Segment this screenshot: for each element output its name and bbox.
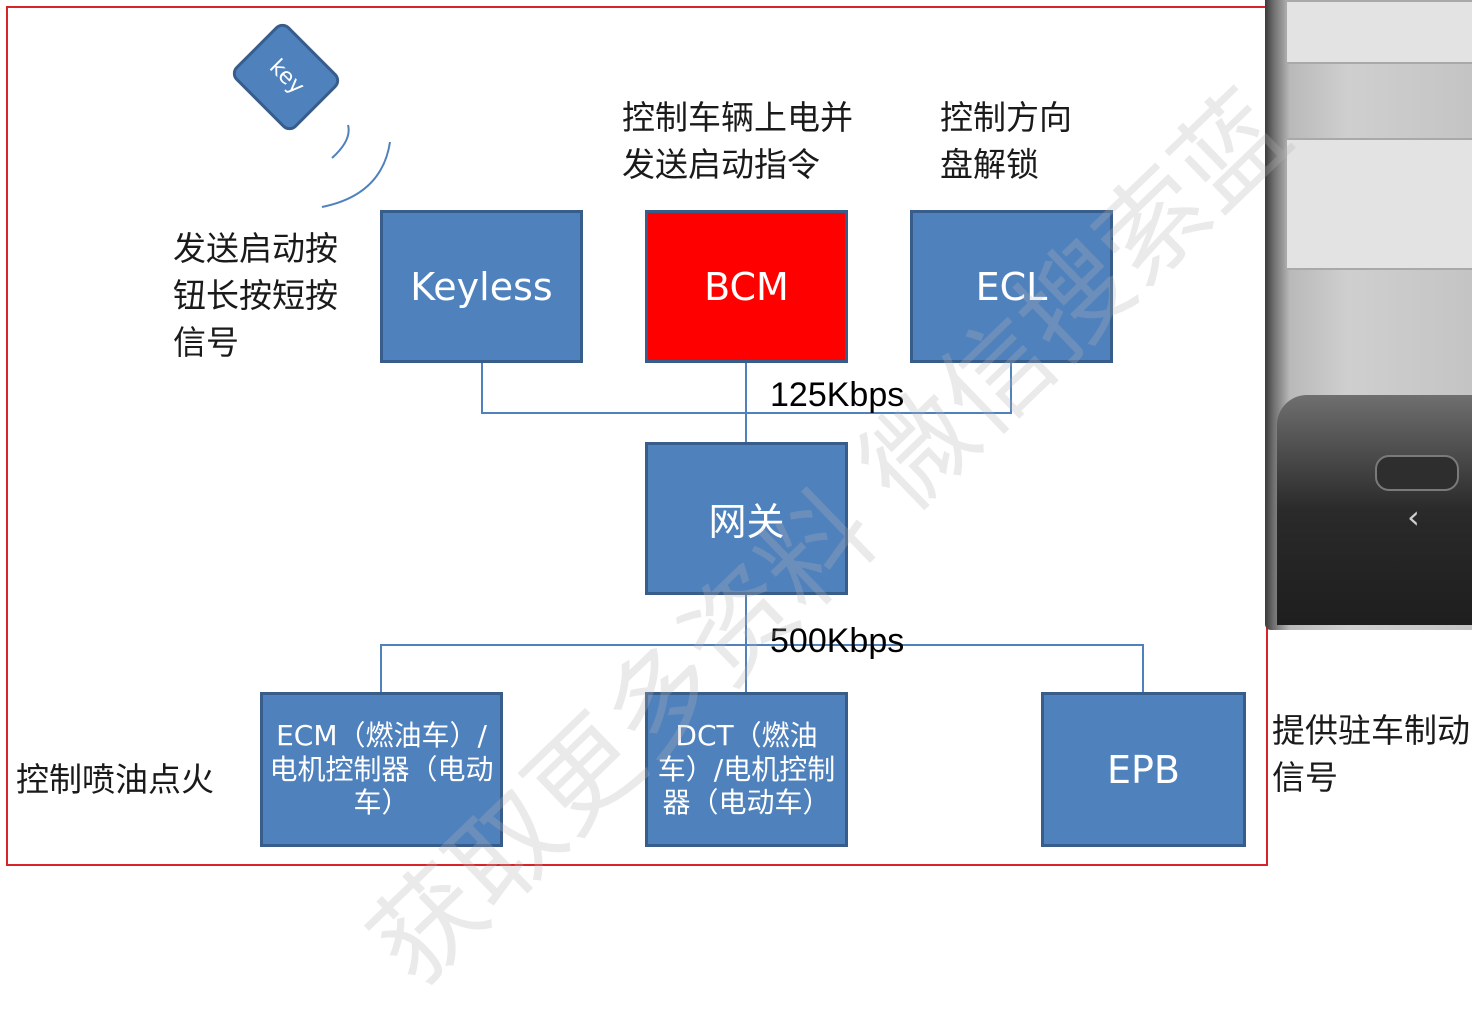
epb-label: EPB	[1107, 747, 1180, 792]
ecm-label: ECM（燃油车）/电机控制器（电动车）	[269, 719, 494, 820]
upper-bus-rate: 125Kbps	[770, 376, 905, 414]
ecl-label: ECL	[975, 264, 1048, 309]
bcm-annotation: 控制车辆上电并 发送启动指令	[622, 98, 853, 184]
ecl-node: ECL	[910, 210, 1113, 363]
keyless-node: Keyless	[380, 210, 583, 363]
ecm-annotation: 控制喷油点火	[16, 760, 214, 799]
ecm-node: ECM（燃油车）/电机控制器（电动车）	[260, 692, 503, 847]
photo-button	[1375, 455, 1459, 491]
dct-label: DCT（燃油车）/电机控制器（电动车）	[657, 719, 836, 820]
bcm-label: BCM	[704, 264, 789, 309]
ecl-annotation: 控制方向 盘解锁	[940, 98, 1072, 184]
lower-bus-rate: 500Kbps	[770, 622, 905, 660]
key-label: key	[263, 54, 309, 100]
epb-annotation: 提供驻车制动 信号	[1272, 711, 1470, 797]
connection-lines	[321, 124, 1144, 696]
epb-node: EPB	[1041, 692, 1246, 847]
signal-wave-icon	[321, 141, 391, 208]
photo-console	[1277, 395, 1472, 625]
vehicle-photo: ‹	[1265, 0, 1472, 630]
gateway-label: 网关	[708, 500, 785, 544]
keyless-annotation: 发送启动按 钮长按短按 信号	[173, 229, 338, 362]
bcm-node: BCM	[645, 210, 848, 363]
gateway-node: 网关	[645, 442, 848, 595]
signal-wave-icon	[331, 124, 350, 159]
photo-panel	[1285, 138, 1472, 270]
dct-node: DCT（燃油车）/电机控制器（电动车）	[645, 692, 848, 847]
keyless-label: Keyless	[410, 264, 553, 309]
photo-panel	[1285, 0, 1472, 64]
lower-bus-line	[380, 644, 1144, 694]
photo-arrow-icon: ‹	[1407, 498, 1420, 536]
